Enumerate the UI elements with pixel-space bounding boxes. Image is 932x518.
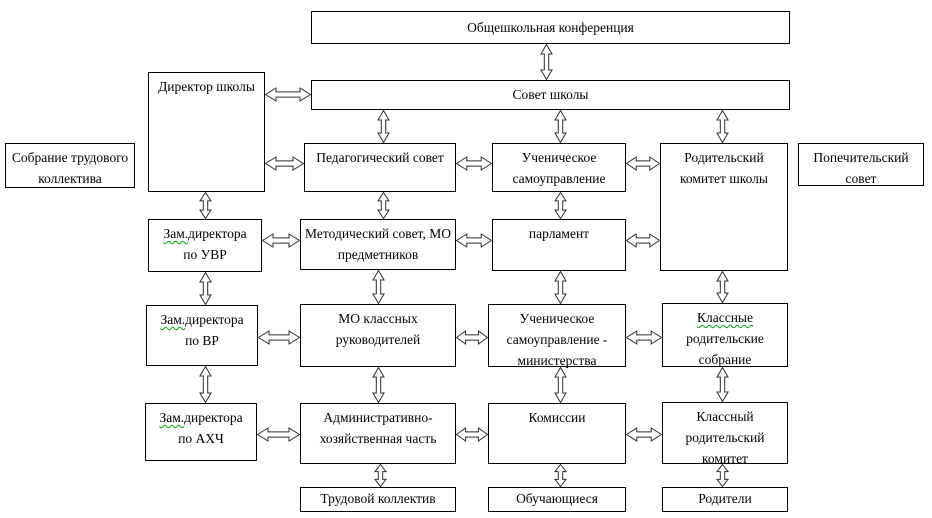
spellcheck-word: Зам. bbox=[160, 312, 186, 327]
double-arrow-horizontal-icon bbox=[264, 86, 312, 102]
node-deputy-vr: Зам.директора по ВР bbox=[146, 305, 258, 366]
double-arrow-horizontal-icon bbox=[455, 232, 493, 248]
node-parent-committee-school: Родительский комитет школы bbox=[660, 143, 788, 271]
node-method-council: Методический совет, МО предметников bbox=[300, 219, 456, 270]
double-arrow-vertical-icon bbox=[715, 366, 729, 403]
node-pedagogical-council: Педагогический совет bbox=[304, 143, 456, 192]
double-arrow-vertical-icon bbox=[198, 191, 212, 220]
node-mo-class-teachers: МО классных руководителей bbox=[300, 304, 456, 367]
double-arrow-horizontal-icon bbox=[625, 155, 661, 171]
double-arrow-horizontal-icon bbox=[455, 329, 489, 345]
node-deputy-uvr: Зам.директора по УВР bbox=[148, 219, 262, 272]
double-arrow-vertical-icon bbox=[553, 463, 567, 488]
double-arrow-vertical-icon bbox=[553, 270, 567, 305]
node-conference: Общешкольная конференция bbox=[311, 11, 790, 44]
double-arrow-horizontal-icon bbox=[455, 155, 493, 171]
node-class-parent-committee: Классный родительский комитет bbox=[662, 402, 788, 466]
spellcheck-word: Классные bbox=[696, 310, 753, 325]
double-arrow-horizontal-icon bbox=[625, 329, 663, 345]
double-arrow-vertical-icon bbox=[553, 191, 567, 220]
node-class-parent-meetings: Классные родительские собрание bbox=[662, 303, 788, 367]
node-parliament: парламент bbox=[492, 219, 626, 271]
double-arrow-vertical-icon bbox=[715, 109, 729, 144]
double-arrow-vertical-icon bbox=[371, 269, 385, 305]
node-commissions: Комиссии bbox=[488, 403, 626, 464]
node-school-council: Совет школы bbox=[311, 80, 790, 110]
node-director: Директор школы bbox=[148, 72, 265, 192]
double-arrow-vertical-icon bbox=[553, 366, 567, 404]
double-arrow-vertical-icon bbox=[373, 463, 387, 488]
double-arrow-vertical-icon bbox=[198, 365, 212, 404]
spellcheck-word: Зам. bbox=[159, 410, 185, 425]
node-student-government: Ученическое самоуправление bbox=[492, 143, 626, 192]
double-arrow-vertical-icon bbox=[539, 43, 553, 81]
node-labor-collective: Трудовой коллектив bbox=[300, 487, 456, 512]
node-admin-household: Административно-хозяйственная часть bbox=[300, 403, 456, 464]
double-arrow-horizontal-icon bbox=[264, 155, 305, 171]
node-parents: Родители bbox=[662, 487, 788, 512]
double-arrow-vertical-icon bbox=[715, 270, 729, 304]
double-arrow-vertical-icon bbox=[376, 109, 390, 144]
double-arrow-horizontal-icon bbox=[256, 426, 301, 442]
double-arrow-horizontal-icon bbox=[625, 426, 663, 442]
double-arrow-vertical-icon bbox=[371, 366, 385, 404]
spellcheck-word: Зам. bbox=[163, 226, 189, 241]
node-trustees-council: Попечительский совет bbox=[798, 143, 924, 186]
double-arrow-horizontal-icon bbox=[257, 329, 301, 345]
node-deputy-ahch: Зам.директора по АХЧ bbox=[145, 403, 257, 461]
double-arrow-horizontal-icon bbox=[625, 232, 661, 248]
node-student-gov-ministries: Ученическое самоуправление - министерств… bbox=[488, 304, 626, 368]
node-labor-meeting: Собрание трудового коллектива bbox=[5, 143, 135, 188]
double-arrow-horizontal-icon bbox=[455, 426, 489, 442]
double-arrow-vertical-icon bbox=[553, 109, 567, 144]
double-arrow-vertical-icon bbox=[376, 191, 390, 220]
double-arrow-vertical-icon bbox=[198, 271, 212, 306]
double-arrow-vertical-icon bbox=[715, 463, 729, 488]
double-arrow-horizontal-icon bbox=[261, 232, 301, 248]
node-students: Обучающиеся bbox=[488, 487, 626, 512]
